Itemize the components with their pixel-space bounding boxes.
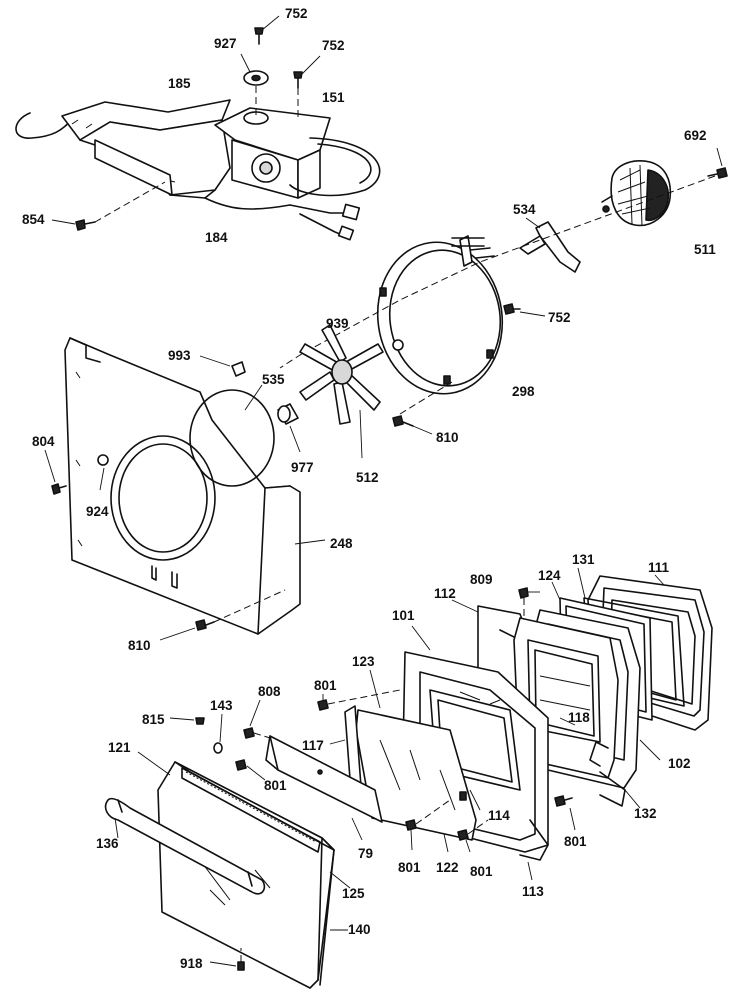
label-810-a: 810: [436, 430, 459, 445]
label-810-b: 810: [128, 638, 151, 653]
screw-752-right: [293, 55, 321, 118]
leader-125: [329, 871, 351, 889]
leader-121: [137, 751, 171, 776]
label-534: 534: [513, 202, 536, 217]
label-132: 132: [634, 806, 657, 821]
door-gasket-132: [599, 771, 641, 809]
label-752-b: 752: [322, 38, 345, 53]
label-801-e: 801: [470, 864, 493, 879]
screw-801-lower-left: [405, 799, 451, 851]
fan-blade-512: [299, 324, 384, 459]
label-140: 140: [348, 922, 371, 937]
label-801-d: 801: [398, 860, 421, 875]
label-535: 535: [262, 372, 285, 387]
label-801-a: 801: [314, 678, 337, 693]
label-114: 114: [488, 808, 510, 823]
label-801-c: 801: [564, 834, 587, 849]
screw-692: [707, 147, 728, 179]
label-924: 924: [86, 504, 109, 519]
motor-bracket-assembly: [15, 99, 381, 241]
label-808: 808: [258, 684, 281, 699]
leader-122: [443, 833, 449, 853]
label-977: 977: [291, 460, 314, 475]
screw-801-mid: [235, 759, 266, 781]
spacer-977: [277, 403, 301, 453]
bracket-534: [519, 217, 581, 273]
screw-815: [169, 717, 205, 725]
label-143: 143: [210, 698, 233, 713]
label-298: 298: [512, 384, 535, 399]
label-111: 111: [648, 560, 670, 575]
assembly-axis-line: [279, 175, 716, 369]
label-801-b: 801: [264, 778, 287, 793]
label-918: 918: [180, 956, 203, 971]
label-692: 692: [684, 128, 707, 143]
screw-809: [518, 587, 540, 620]
grommet-924: [97, 454, 109, 491]
screw-854: [51, 181, 166, 231]
label-752-a: 752: [285, 6, 308, 21]
label-131: 131: [572, 552, 595, 567]
label-101: 101: [392, 608, 415, 623]
label-248: 248: [330, 536, 353, 551]
clip-993: [199, 355, 246, 377]
screw-804: [44, 449, 67, 495]
label-804: 804: [32, 434, 55, 449]
washer-927: [240, 53, 269, 118]
screw-801-right: [554, 795, 576, 831]
label-122: 122: [436, 860, 459, 875]
label-113: 113: [522, 884, 544, 899]
back-panel-248: [64, 337, 326, 635]
door-channel-79: [265, 735, 383, 841]
screw-752-element: [503, 303, 546, 317]
label-185: 185: [168, 76, 191, 91]
screw-810-element: [392, 381, 453, 435]
label-939: 939: [326, 316, 349, 331]
fan-motor-511: [601, 160, 672, 227]
spacer-143: [213, 713, 223, 754]
label-121: 121: [108, 740, 131, 755]
screw-801-lower-right: [457, 819, 489, 853]
heating-element-298: [376, 235, 504, 395]
label-512: 512: [356, 470, 379, 485]
screw-810-panel: [159, 589, 286, 641]
screw-808: [243, 699, 271, 739]
leader-535: [244, 384, 263, 411]
label-118: 118: [568, 710, 590, 725]
label-927: 927: [214, 36, 237, 51]
leader-114: [469, 789, 481, 811]
label-102: 102: [668, 756, 691, 771]
label-511: 511: [694, 242, 716, 257]
label-151: 151: [322, 90, 345, 105]
label-123: 123: [352, 654, 375, 669]
label-993: 993: [168, 348, 191, 363]
label-124: 124: [538, 568, 561, 583]
mesh-screen-535: [189, 389, 275, 487]
label-136: 136: [96, 836, 119, 851]
label-112: 112: [434, 586, 456, 601]
label-117: 117: [302, 738, 324, 753]
screw-801-top: [317, 689, 401, 711]
screw-752-top: [254, 15, 280, 45]
part-labels: 752 927 752 185 151 692 854 184 534 511 …: [22, 6, 716, 971]
door-frame-113: [519, 819, 549, 881]
screw-918: [209, 948, 245, 971]
label-752-c: 752: [548, 310, 571, 325]
label-125: 125: [342, 886, 365, 901]
label-184: 184: [205, 230, 228, 245]
label-79: 79: [358, 846, 373, 861]
label-854: 854: [22, 212, 45, 227]
label-809: 809: [470, 572, 493, 587]
label-815: 815: [142, 712, 165, 727]
door-handle-136: [104, 797, 266, 895]
